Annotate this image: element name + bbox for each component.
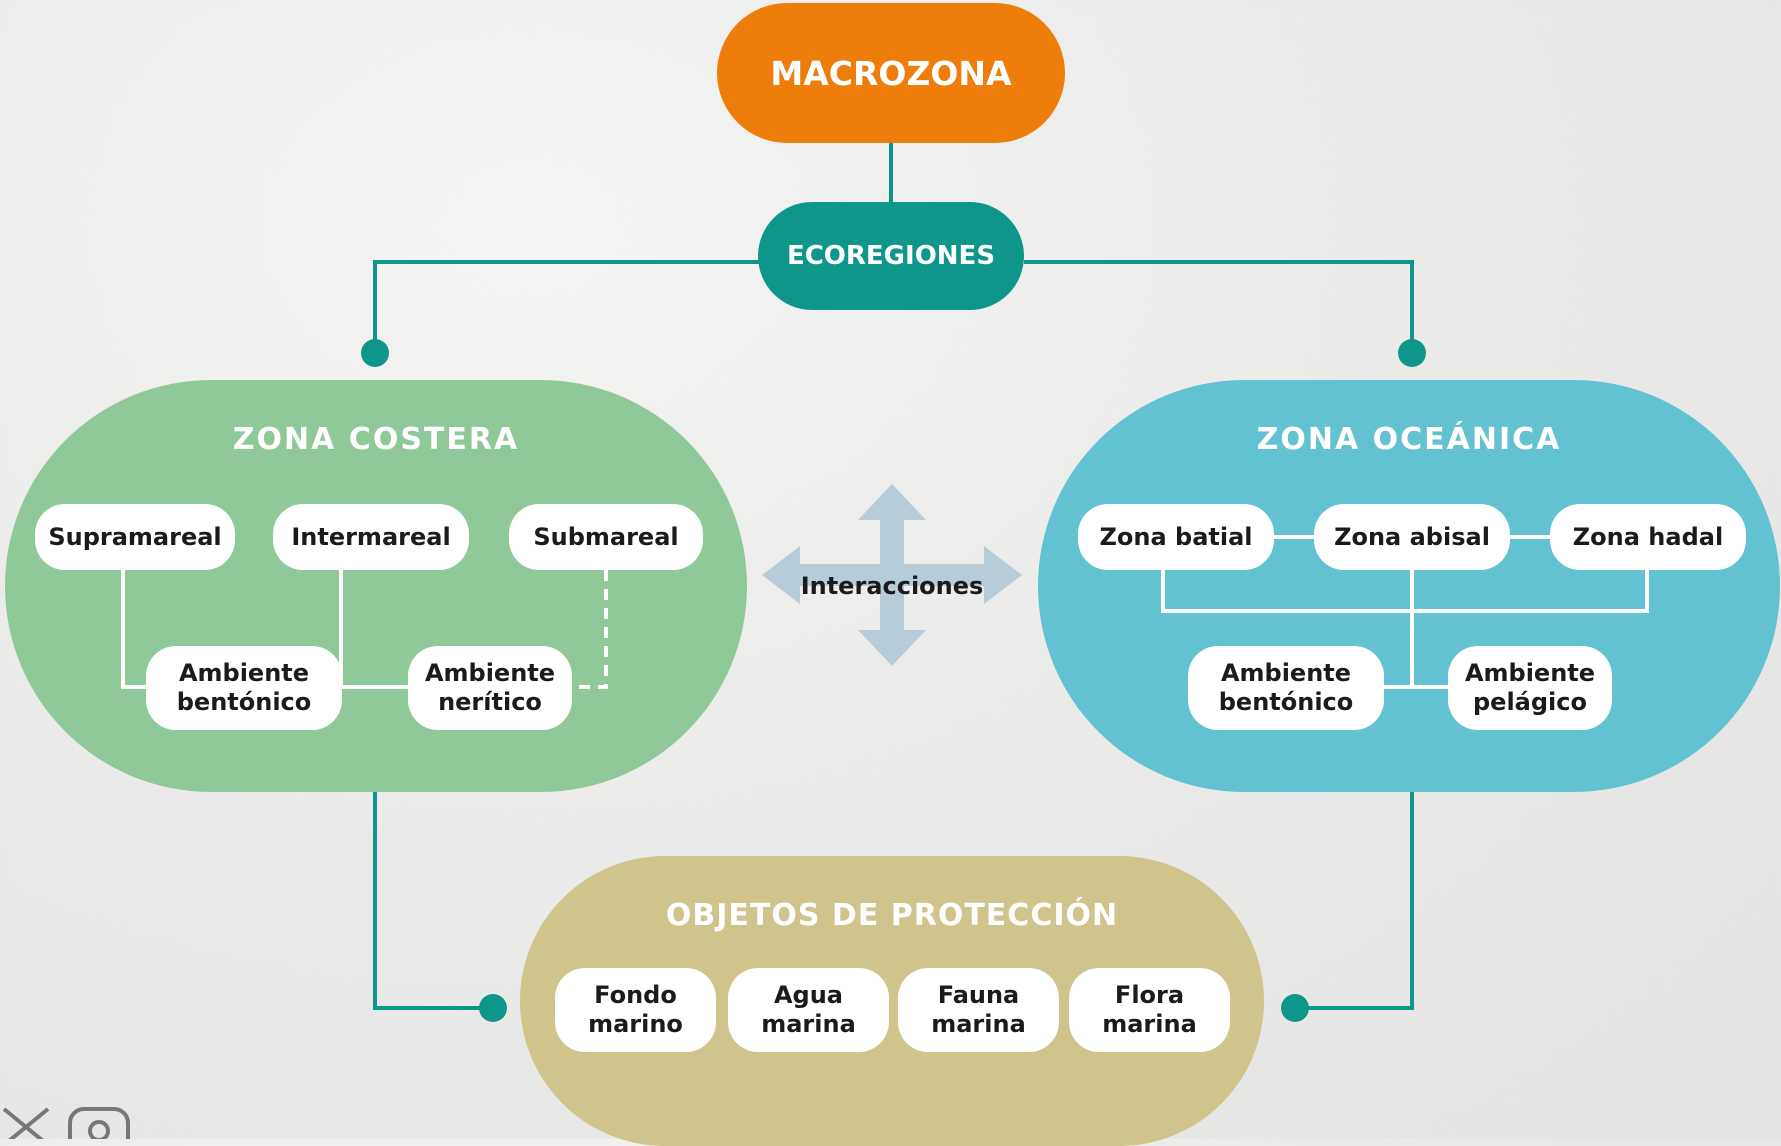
- costera-proteccion-line: [373, 790, 493, 1010]
- connector-dot-oceanica: [1398, 339, 1426, 367]
- supramareal-node: Supramareal: [35, 504, 235, 570]
- fondo-marino-node: Fondo marino: [555, 968, 716, 1052]
- ambiente-bentonico-oceanica-node: Ambiente bentónico: [1188, 646, 1384, 730]
- macrozona-label: MACROZONA: [770, 53, 1012, 93]
- zona-costera-title: ZONA COSTERA: [232, 422, 520, 457]
- objetos-proteccion-panel: OBJETOS DE PROTECCIÓN Fondo marino Agua …: [520, 856, 1264, 1146]
- submareal-dashed-line: [574, 570, 608, 689]
- objetos-proteccion-title: OBJETOS DE PROTECCIÓN: [665, 898, 1119, 933]
- threads-icon[interactable]: [68, 1107, 130, 1139]
- zona-hadal-node: Zona hadal: [1550, 504, 1746, 570]
- connector-dot-proteccion-left: [479, 994, 507, 1022]
- social-icons: [2, 1107, 130, 1139]
- ambiente-neritico-node: Ambiente nerítico: [408, 646, 572, 730]
- supramareal-bentonico-line: [121, 570, 150, 689]
- macrozona-pill: MACROZONA: [717, 3, 1065, 143]
- connector-dot-proteccion-right: [1281, 994, 1309, 1022]
- ambiente-pelagico-node: Ambiente pelágico: [1448, 646, 1612, 730]
- oceanica-proteccion-line: [1295, 790, 1414, 1010]
- zona-oceanica-lines: [1161, 535, 1649, 689]
- zona-costera-lines: [121, 570, 608, 689]
- connector-dot-costera: [361, 339, 389, 367]
- ecoregiones-pill: ECOREGIONES: [758, 202, 1024, 310]
- batial-hadal-bracket-line: [1161, 570, 1649, 613]
- submareal-node: Submareal: [509, 504, 703, 570]
- x-icon[interactable]: [2, 1107, 50, 1139]
- four-way-arrow-icon: [762, 484, 1022, 666]
- ecoregiones-costera-line: [373, 260, 760, 352]
- intermareal-node: Intermareal: [273, 504, 469, 570]
- zona-batial-node: Zona batial: [1078, 504, 1274, 570]
- interacciones-arrows: Interacciones: [762, 484, 1022, 666]
- flora-marina-node: Flora marina: [1069, 968, 1230, 1052]
- ecoregiones-oceanica-line: [1024, 260, 1414, 352]
- zona-oceanica-title: ZONA OCEÁNICA: [1256, 422, 1562, 457]
- ecoregiones-label: ECOREGIONES: [786, 241, 996, 271]
- zona-costera-panel: ZONA COSTERA Supramareal Intermareal Sub…: [5, 380, 747, 792]
- ambiente-bentonico-costera-node: Ambiente bentónico: [146, 646, 342, 730]
- interacciones-label: Interacciones: [800, 572, 984, 600]
- fauna-marina-node: Fauna marina: [898, 968, 1059, 1052]
- zona-oceanica-panel: ZONA OCEÁNICA Zona batial Zona abisal Zo…: [1038, 380, 1780, 792]
- zona-abisal-node: Zona abisal: [1314, 504, 1510, 570]
- agua-marina-node: Agua marina: [728, 968, 889, 1052]
